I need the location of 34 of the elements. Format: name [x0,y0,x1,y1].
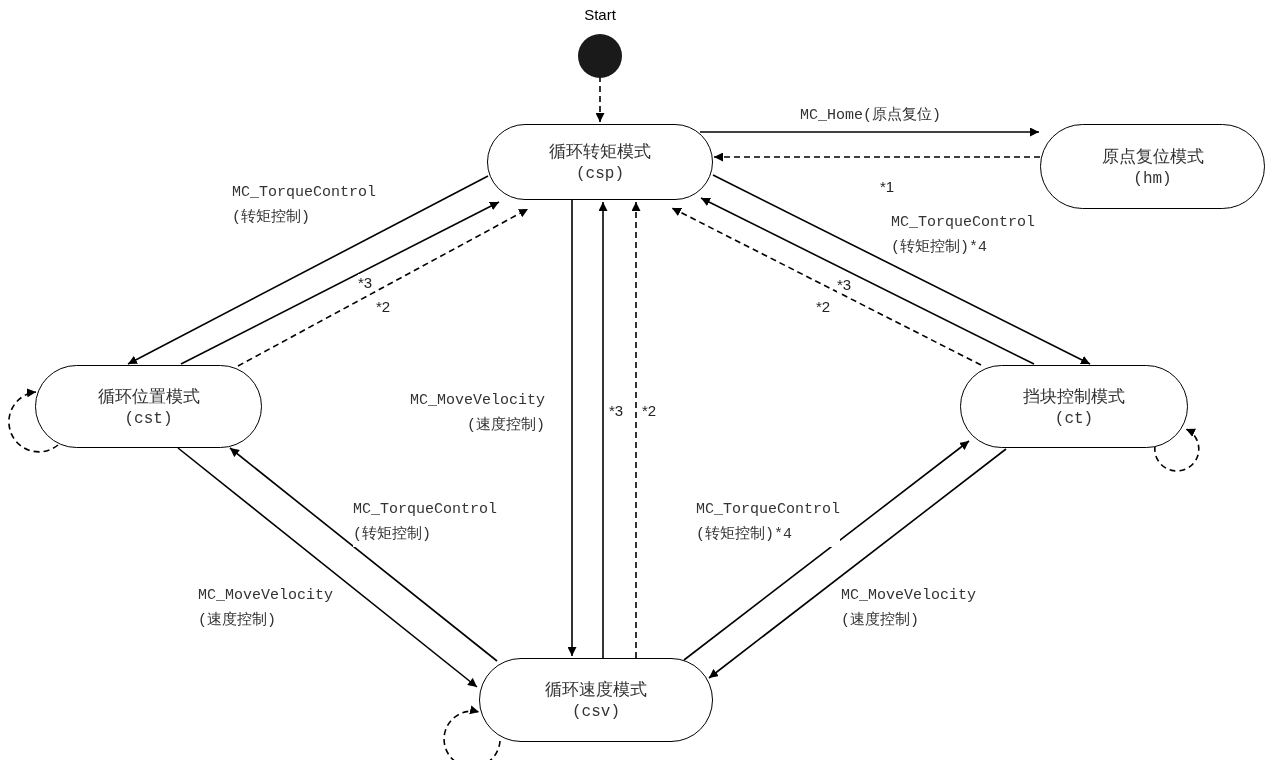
arrow [708,448,1007,679]
self-loop-arrow [1154,428,1200,472]
state-name: 原点复位模式 [1101,144,1204,168]
state-box [1040,124,1265,209]
start-label: Start [584,6,616,23]
self-loop-arrow [8,389,59,453]
arrow [595,75,605,123]
self-loop-arrow [443,705,501,760]
state-name: 循环位置模式 [97,384,200,408]
arrow [567,199,577,657]
arrow [177,447,478,688]
arrow [671,207,982,366]
mode-code: (cst) [124,408,173,430]
state-box [960,365,1188,448]
arrow [598,201,608,659]
mode-code: (csv) [572,702,620,723]
arrow [237,208,529,367]
state-name: 循环转矩模式 [549,140,651,163]
mode-code: (csp) [576,164,624,185]
arrow [180,201,500,365]
arrow [229,447,498,662]
arrow [631,201,641,659]
arrow [700,197,1035,365]
arrow [712,174,1091,365]
arrow [127,175,489,365]
note-mark: *3 [358,274,373,291]
arrow [713,152,1041,162]
state-box [479,658,713,742]
arrow [683,440,970,661]
mode-code: (hm) [1133,168,1172,190]
state-name: 挡块控制模式 [1023,384,1125,408]
mode-code: (ct) [1054,408,1094,430]
state-name: 循环速度模式 [545,678,647,701]
arrow [699,127,1040,137]
